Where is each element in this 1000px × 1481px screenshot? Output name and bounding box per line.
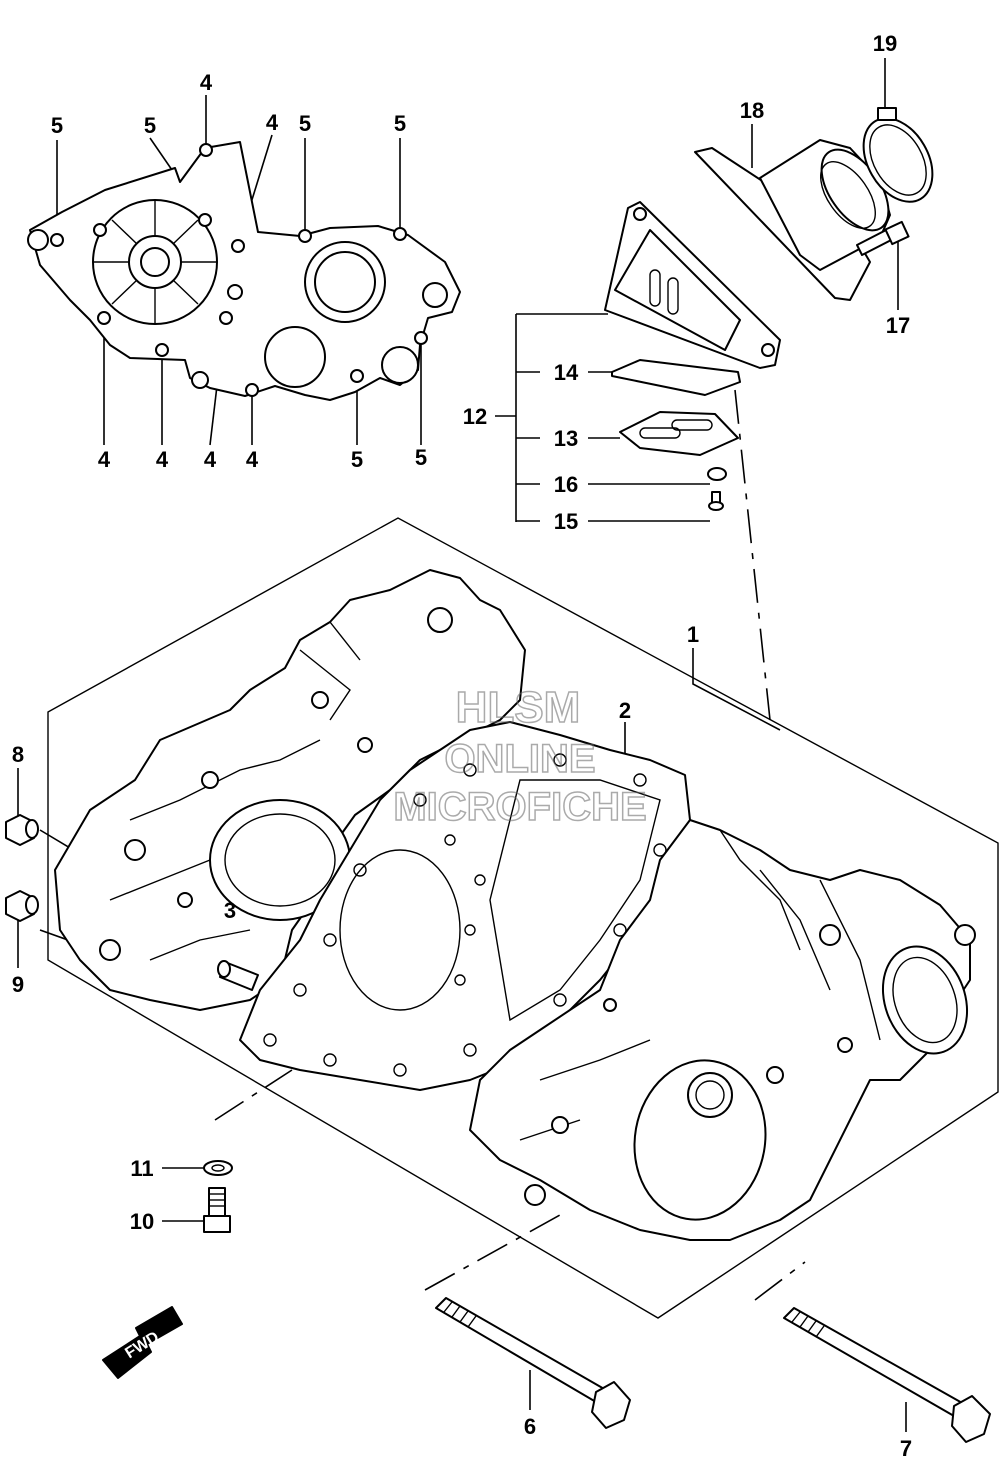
callout-17: 17	[886, 313, 910, 338]
watermark: HLSM ONLINE MICROFICHE	[393, 682, 648, 830]
crankcase-left-half	[54, 569, 526, 1011]
watermark-line3: MICROFICHE	[393, 785, 646, 829]
leader-lines	[17, 58, 907, 1432]
watermark-line2: ONLINE	[444, 737, 595, 781]
callout-4: 4	[246, 447, 259, 472]
callout-1: 1	[687, 622, 699, 647]
callout-numbers: 4 5 5 4 5 5 4 4 4 4 5 5 19 18 17 12 14 1…	[12, 31, 912, 1461]
callout-4: 4	[204, 447, 217, 472]
callout-5: 5	[51, 113, 63, 138]
callout-9: 9	[12, 972, 24, 997]
reed-valve-assembly	[604, 107, 934, 511]
watermark-line1: HLSM	[456, 683, 581, 732]
fasteners	[5, 814, 991, 1443]
callout-3: 3	[224, 898, 236, 923]
callout-14: 14	[554, 360, 579, 385]
callout-5: 5	[394, 111, 406, 136]
callout-18: 18	[740, 98, 764, 123]
crankcase-cover	[27, 141, 461, 401]
callout-7: 7	[900, 1436, 912, 1461]
callout-12: 12	[463, 404, 487, 429]
callout-4: 4	[200, 70, 213, 95]
callout-10: 10	[130, 1209, 154, 1234]
callout-2: 2	[619, 698, 631, 723]
callout-4: 4	[156, 447, 169, 472]
crankcase-gasket	[239, 721, 691, 1091]
callout-15: 15	[554, 509, 578, 534]
crankcase-right-half	[469, 819, 976, 1241]
callout-4: 4	[266, 110, 279, 135]
callout-5: 5	[144, 113, 156, 138]
callout-5: 5	[415, 445, 427, 470]
callout-5: 5	[351, 447, 363, 472]
callout-11: 11	[130, 1156, 153, 1181]
callout-16: 16	[554, 472, 578, 497]
callout-13: 13	[554, 426, 578, 451]
callout-19: 19	[873, 31, 897, 56]
crankcase-group-frame	[47, 517, 999, 1319]
callout-5: 5	[299, 111, 311, 136]
callout-6: 6	[524, 1414, 536, 1439]
callout-4: 4	[98, 447, 111, 472]
callout-8: 8	[12, 742, 24, 767]
fwd-arrow-icon: FWD	[102, 1306, 183, 1379]
